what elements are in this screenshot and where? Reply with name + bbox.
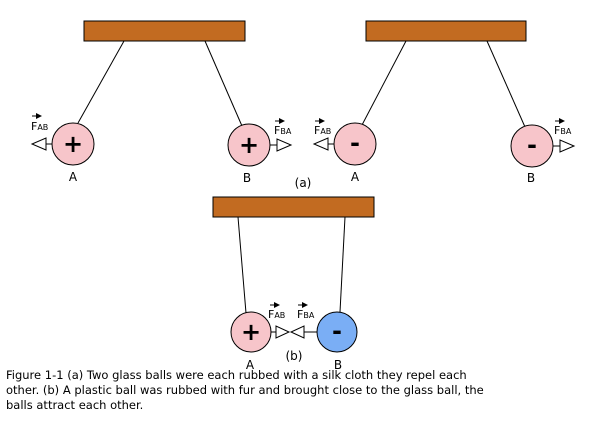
panel-a-left: + A FAB + B FBA (30, 20, 293, 185)
support-bar (212, 196, 375, 218)
ball-label: A (351, 170, 360, 184)
force-arrow-left (30, 137, 52, 151)
force-arrow-right (553, 139, 576, 153)
force-label: FBA (274, 124, 292, 137)
figure-caption: Figure 1-1 (a) Two glass balls were each… (6, 368, 594, 413)
panel-b: + A FAB FBA - B (b) (212, 196, 375, 370)
force-label: FAB (314, 124, 331, 137)
thread (361, 40, 407, 126)
force-label: FBA (297, 308, 315, 321)
ball-sign: - (332, 317, 342, 345)
force-label: FAB (31, 120, 48, 133)
force-arrow-ab (271, 325, 291, 339)
ball-sign: + (241, 318, 261, 346)
support-bar (83, 20, 246, 42)
caption-line: other. (b) A plastic ball was rubbed wit… (6, 383, 484, 397)
thread (339, 216, 346, 313)
force-arrow-right (270, 138, 293, 152)
thread (204, 40, 243, 127)
ball-label: A (69, 170, 78, 184)
electrostatics-figure: + A FAB + B FBA - A FAB - B (30, 20, 576, 370)
caption-line: balls attract each other. (6, 398, 144, 412)
thread (486, 40, 526, 128)
ball-label: A (246, 358, 255, 370)
ball-label: B (243, 171, 251, 185)
caption-line: Figure 1-1 (a) Two glass balls were each… (6, 368, 467, 382)
ball-sign: - (527, 131, 537, 159)
force-label: FAB (268, 308, 285, 321)
thread (237, 216, 247, 314)
force-arrow-left (312, 137, 334, 151)
ball-label: B (334, 358, 342, 370)
panel-a-caption: (a) (295, 176, 312, 190)
force-arrow-ba (289, 325, 317, 339)
ball-sign: + (63, 130, 83, 158)
ball-sign: + (239, 131, 259, 159)
thread (77, 40, 125, 124)
ball-sign: - (350, 129, 360, 157)
support-bar (365, 20, 527, 42)
force-label: FBA (554, 124, 572, 137)
ball-b (316, 311, 358, 353)
ball-label: B (527, 171, 535, 185)
panel-b-caption: (b) (286, 349, 303, 363)
panel-a-right: - A FAB - B FBA (312, 20, 576, 185)
